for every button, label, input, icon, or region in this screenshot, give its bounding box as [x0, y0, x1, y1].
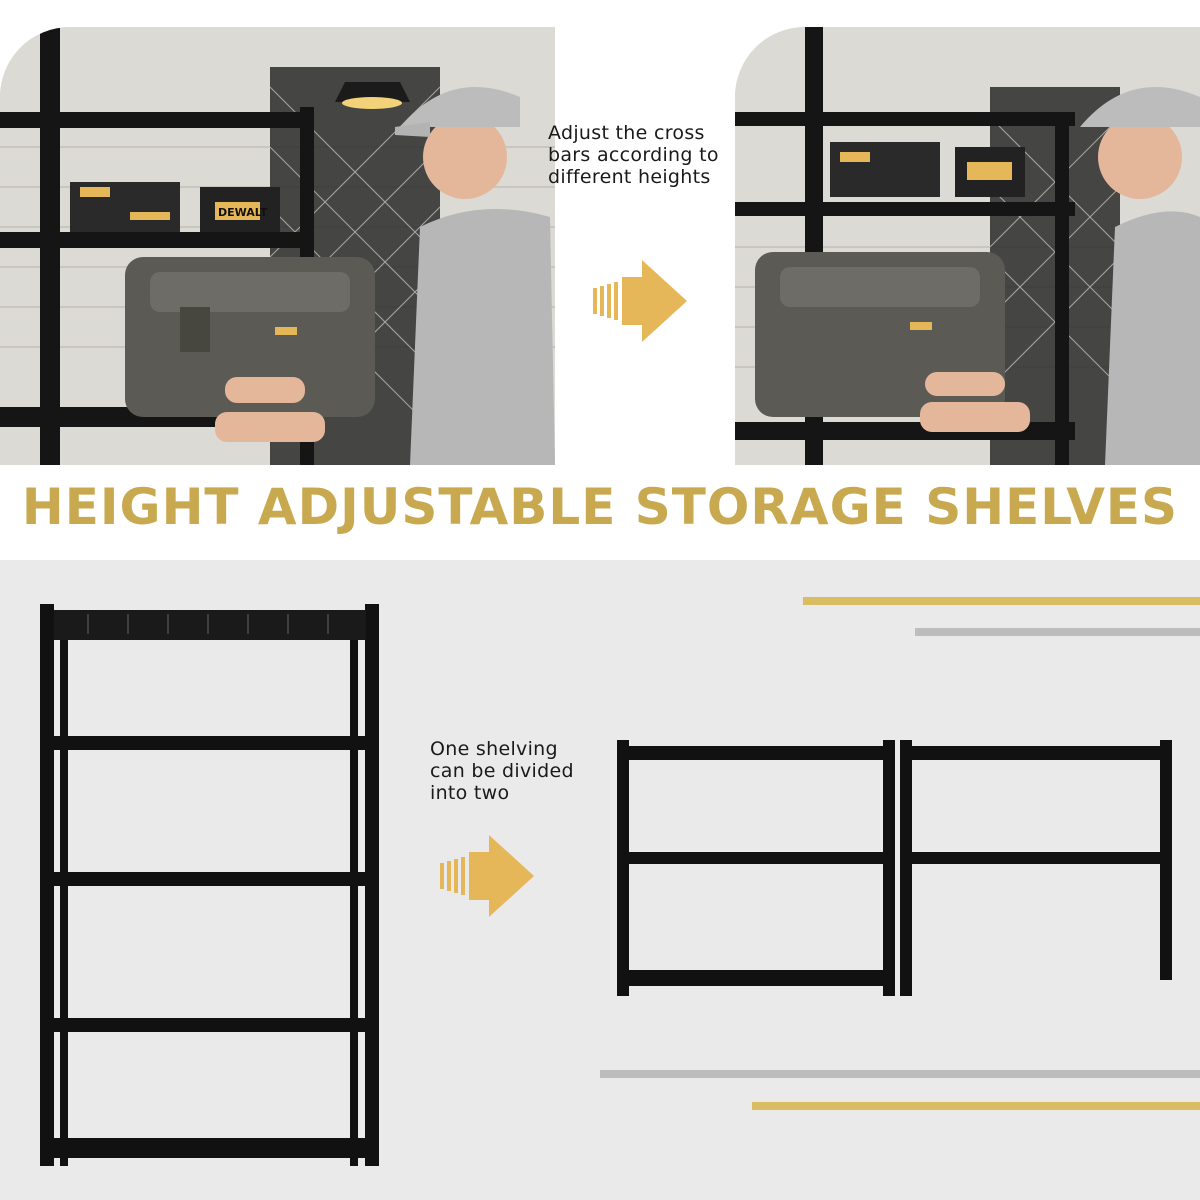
decor-bar-gray-top — [915, 628, 1200, 636]
arrow-right-icon — [593, 260, 687, 342]
before-photo-illustration: DEWALT — [0, 27, 555, 465]
decor-bar-gray-bottom — [600, 1070, 1200, 1078]
decor-bar-gold-top — [803, 597, 1200, 605]
divide-caption: One shelving can be divided into two — [430, 738, 574, 804]
brand-label: DEWALT — [218, 206, 268, 219]
headline: HEIGHT ADJUSTABLE STORAGE SHELVES — [21, 478, 1179, 536]
after-photo — [735, 27, 1200, 465]
tall-shelving-unit — [40, 604, 379, 1166]
before-photo: DEWALT — [0, 27, 555, 465]
decor-bar-gold-bottom — [752, 1102, 1200, 1110]
adjust-caption: Adjust the cross bars according to diffe… — [548, 122, 719, 188]
after-photo-illustration — [735, 27, 1200, 465]
arrow-right-icon — [440, 835, 534, 917]
divided-shelving-units — [617, 740, 1172, 996]
